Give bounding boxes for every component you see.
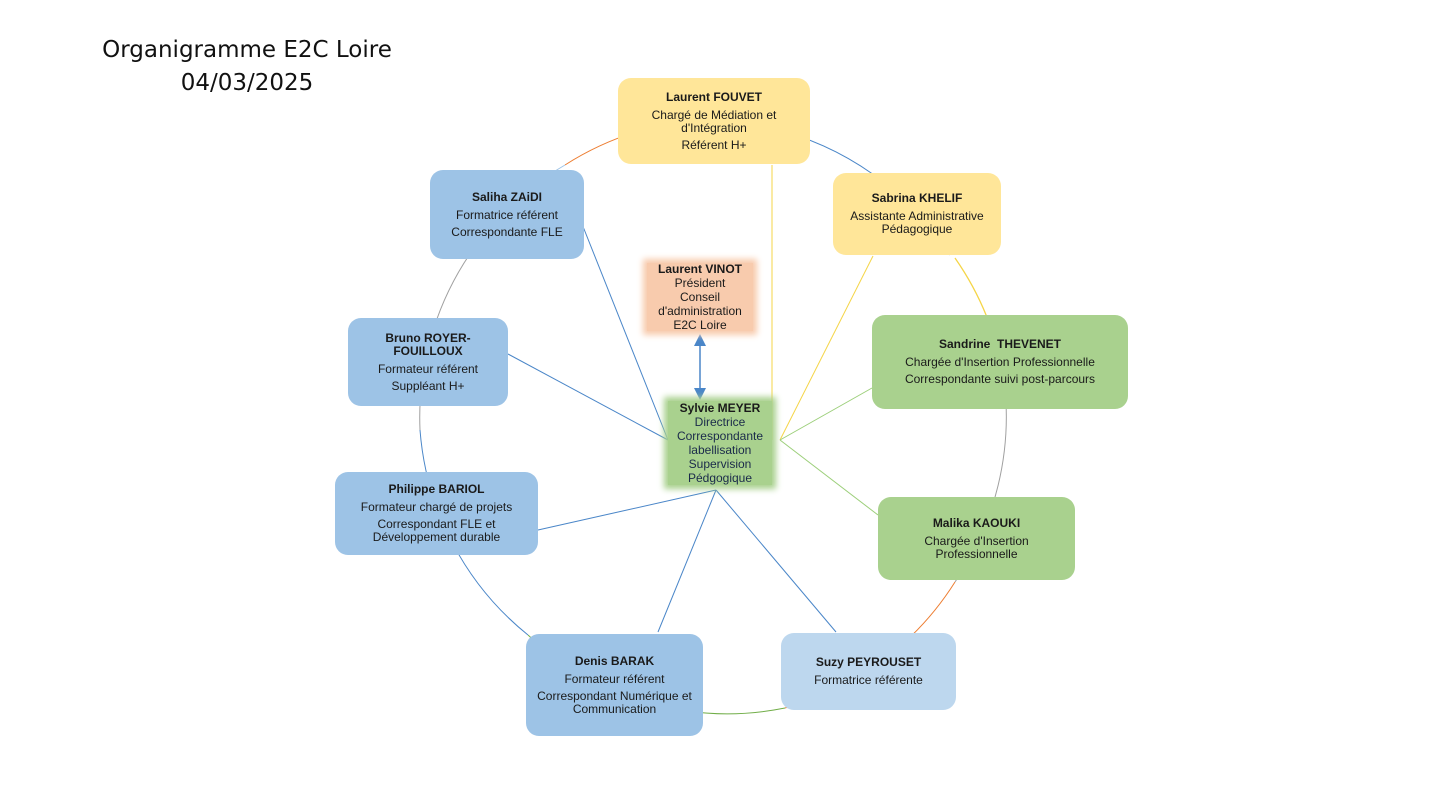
node-role: labellisation — [688, 442, 752, 457]
title-line-1: Organigramme E2C Loire — [102, 37, 392, 63]
link-bariol — [537, 489, 717, 531]
node-name: Denis BARAK — [574, 653, 655, 668]
node-name: Sandrine THEVENET — [938, 337, 1062, 351]
node-role: Chargée d'Insertion Professionnelle — [924, 533, 1029, 561]
node-role: Correspondante suivi post-parcours — [904, 372, 1096, 386]
node-name: Laurent VINOT — [657, 261, 742, 276]
node-role: Formateur référent — [377, 361, 479, 376]
link-royer — [507, 353, 669, 441]
node-role: d'administration — [658, 303, 742, 318]
node-barak: Denis BARAK Formateur référent Correspon… — [526, 634, 703, 736]
node-role: Formatrice référente — [814, 673, 923, 687]
node-role: Correspondant FLE et Développement durab… — [372, 517, 501, 544]
node-name: Laurent FOUVET — [665, 89, 762, 104]
node-kaouki: Malika KAOUKI Chargée d'Insertion Profes… — [878, 497, 1075, 580]
link-kaouki — [779, 439, 879, 516]
node-role: Formateur chargé de projets — [360, 500, 513, 514]
node-role: E2C Loire — [673, 317, 727, 332]
node-role: Formateur référent — [564, 671, 665, 686]
node-name: Bruno ROYER-FOUILLOUX — [385, 330, 471, 358]
node-role: Correspondante FLE — [451, 224, 563, 239]
node-name: Philippe BARIOL — [388, 482, 485, 496]
node-thevenet: Sandrine THEVENET Chargée d'Insertion Pr… — [872, 315, 1128, 409]
link-thevenet — [779, 387, 873, 441]
node-role: Suppléant H+ — [391, 378, 465, 393]
node-role: Conseil — [679, 289, 721, 304]
node-role: Supervision — [688, 456, 752, 471]
node-name: Saliha ZAiDI — [471, 189, 542, 204]
node-name: Suzy PEYROUSET — [815, 655, 922, 669]
node-khelif: Sabrina KHELIF Assistante Administrative… — [833, 173, 1001, 255]
node-role: Correspondante — [676, 428, 764, 443]
link-zaidi — [581, 223, 669, 441]
node-role: Pédgogique — [687, 470, 753, 485]
node-vinot: Laurent VINOT Président Conseil d'admini… — [647, 261, 753, 332]
node-royer: Bruno ROYER-FOUILLOUX Formateur référent… — [348, 318, 508, 406]
diagram-title: Organigramme E2C Loire 04/03/2025 — [96, 34, 398, 100]
node-role: Chargé de Médiation et d'Intégration — [651, 107, 777, 135]
node-bariol: Philippe BARIOL Formateur chargé de proj… — [335, 472, 538, 555]
link-peyrouset — [715, 489, 837, 633]
node-role: Directrice — [694, 414, 746, 429]
node-name: Sylvie MEYER — [679, 400, 761, 415]
node-role: Correspondant Numérique et Communication — [537, 688, 692, 716]
node-role: Chargée d'Insertion Professionnelle — [905, 355, 1095, 369]
node-fouvet: Laurent FOUVET Chargé de Médiation et d'… — [618, 78, 810, 164]
node-role: Président — [674, 275, 726, 290]
node-name: Sabrina KHELIF — [871, 191, 963, 205]
node-name: Malika KAOUKI — [932, 515, 1021, 530]
node-role: Formatrice référent — [455, 207, 559, 222]
link-barak — [657, 489, 717, 633]
link-khelif — [779, 255, 874, 441]
node-peyrouset: Suzy PEYROUSET Formatrice référente — [781, 633, 956, 710]
title-date: 04/03/2025 — [180, 70, 314, 96]
node-zaidi: Saliha ZAiDI Formatrice référent Corresp… — [430, 170, 584, 259]
node-role: Assistante Administrative Pédagogique — [850, 209, 984, 236]
node-role: Référent H+ — [681, 137, 747, 152]
node-meyer: Sylvie MEYER Directrice Correspondante l… — [668, 401, 772, 485]
